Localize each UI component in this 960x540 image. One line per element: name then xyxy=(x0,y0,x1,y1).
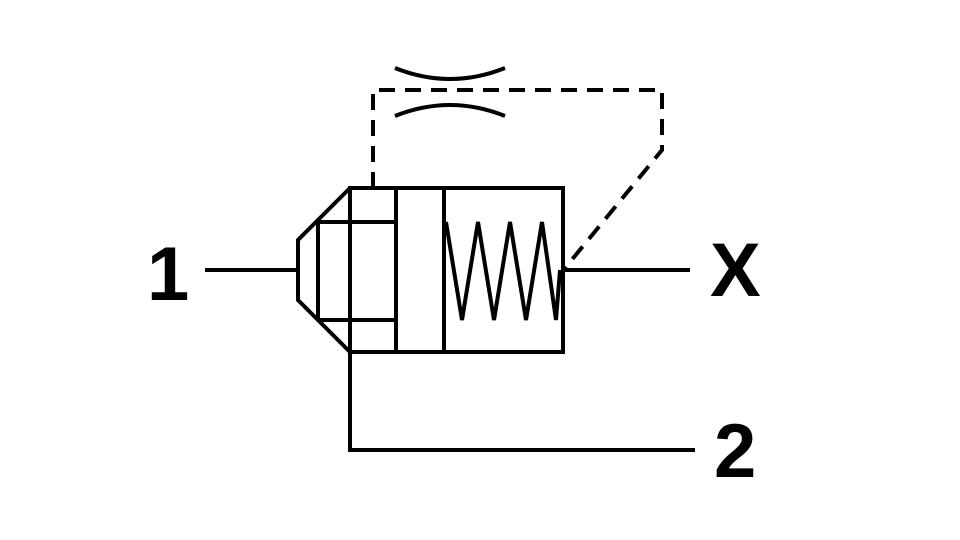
dashed-pilot-line xyxy=(371,88,664,270)
port-2-label: 2 xyxy=(714,409,756,494)
spring-icon xyxy=(444,221,562,321)
throttle-icon-lower-arc xyxy=(394,103,506,118)
port-2-line xyxy=(348,352,695,452)
port-1-label: 1 xyxy=(147,232,189,317)
poppet-outline xyxy=(296,186,352,354)
port-x-label: X xyxy=(710,228,761,313)
throttle-icon xyxy=(394,66,506,81)
valve-body-icon xyxy=(348,186,565,354)
